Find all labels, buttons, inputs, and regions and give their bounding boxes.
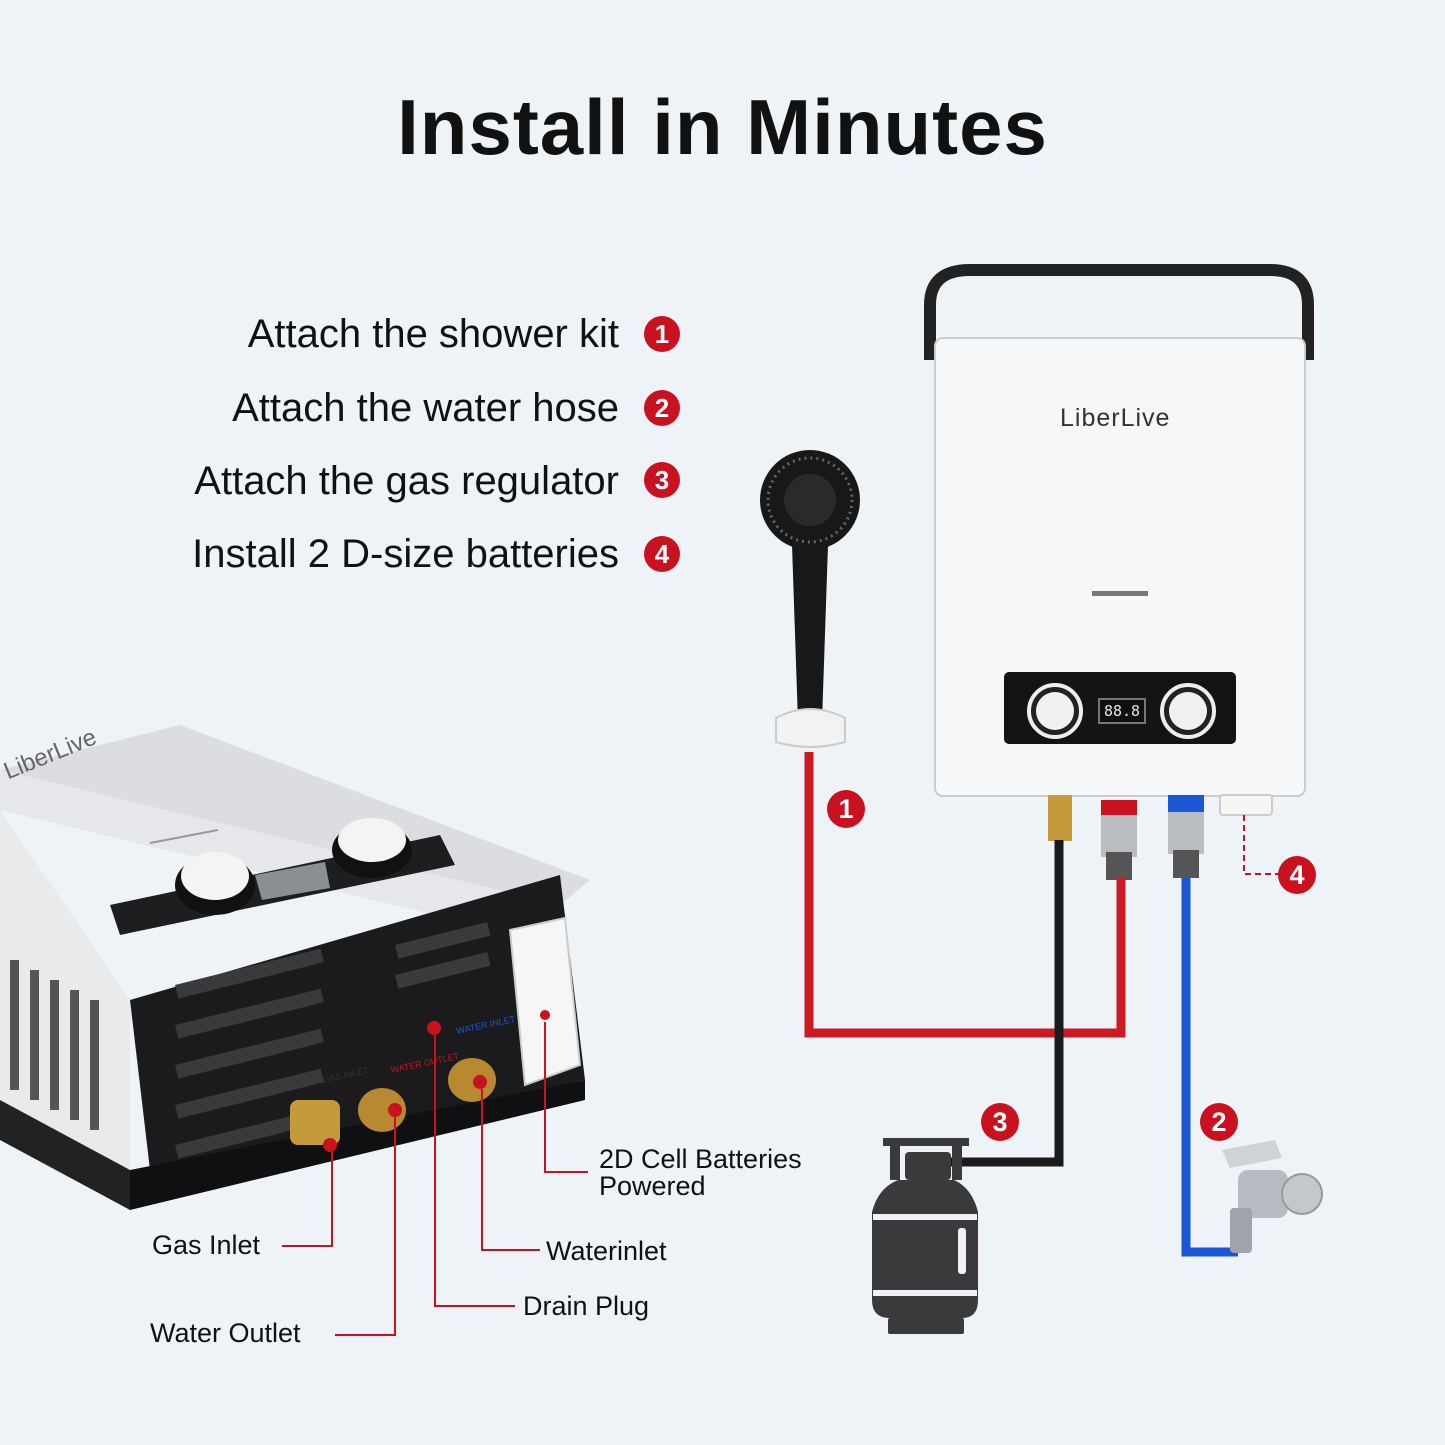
shower-hose-line [804,752,1126,1038]
front-hot-port [1101,800,1137,880]
gas-tank [872,1138,978,1334]
water-outlet-callout: Water Outlet [150,1318,301,1348]
water-outlet-fitting [358,1088,406,1132]
step-4-text: Install 2 D-size batteries [192,532,619,576]
gas-inlet-callout: Gas Inlet [152,1230,261,1260]
step-3-number: 3 [644,462,680,498]
front-knob-right [1160,683,1216,739]
step-1-text: Attach the shower kit [247,312,619,356]
batteries-badge: 4 [1278,856,1316,894]
heater-brand-logo: LiberLive [1060,404,1171,432]
step-2-text: Attach the water hose [232,386,619,430]
battery-leader-line [1243,815,1280,875]
battery-box [508,916,582,1087]
gas-inlet-fitting [290,1100,340,1152]
bottom-vents [174,922,491,1159]
front-knob-left [1027,683,1083,739]
drain-plug-callout: Drain Plug [523,1291,650,1321]
batteries-callout-line2: Powered [599,1171,706,1201]
front-cold-port [1168,795,1204,878]
side-vents [10,960,99,1130]
water-inlet-callout: Waterinlet [546,1236,667,1266]
batteries-callout-line1: 2D Cell Batteries [599,1144,802,1174]
step-3-text: Attach the gas regulator [194,459,619,503]
step-1-number: 1 [644,316,680,352]
water-inlet-fitting [448,1058,496,1102]
side-knob-left [175,852,255,915]
side-knob-right [332,818,412,878]
front-battery-cap [1219,794,1273,816]
shower-head [760,450,860,748]
connection-lines [804,752,1280,1257]
temperature-display: 88.8 [1098,698,1146,724]
callout-leaders [282,1022,588,1336]
water-hose-badge: 2 [1200,1103,1238,1141]
faucet [1222,1140,1323,1253]
front-gas-port [1048,795,1072,841]
heater-front-view [924,264,1314,880]
step-4-number: 4 [644,536,680,572]
page-title: Install in Minutes [397,83,1048,171]
heater-side-view [0,725,590,1336]
water-hose-line [1181,878,1238,1257]
step-2-number: 2 [644,390,680,426]
gas-hose-line [947,840,1064,1167]
gas-regulator-badge: 3 [981,1103,1019,1141]
drain-plug [427,1021,441,1035]
shower-kit-badge: 1 [827,790,865,828]
